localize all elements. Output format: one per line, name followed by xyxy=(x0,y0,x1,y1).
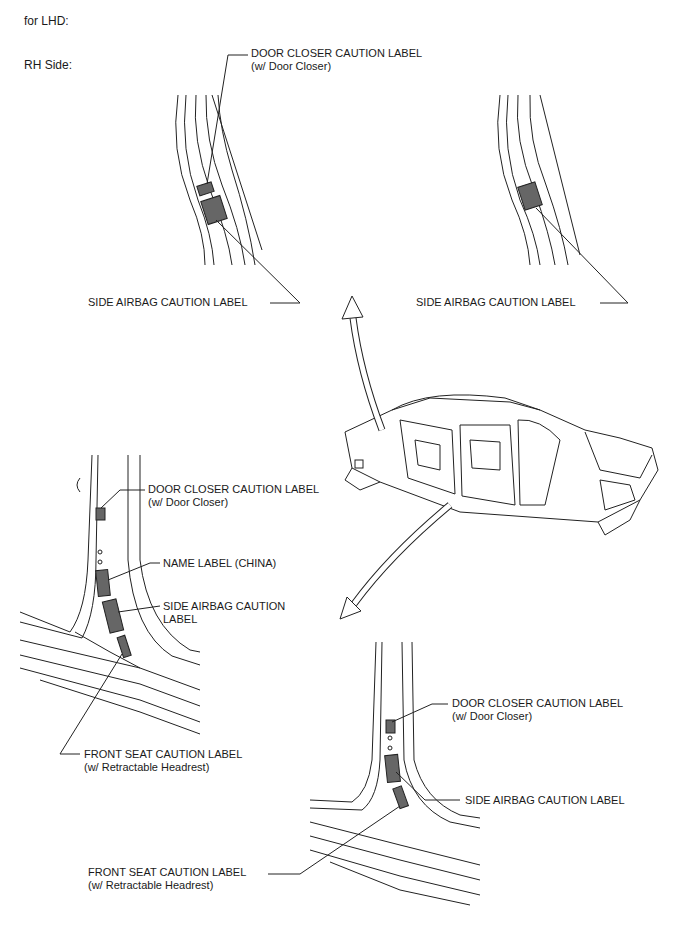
part-label: SIDE AIRBAG CAUTION LABEL xyxy=(416,296,606,309)
pillar-top-right xyxy=(498,95,628,303)
heading-note: for LHD: xyxy=(24,14,144,28)
view-arrows xyxy=(340,296,450,619)
part-label: SIDE AIRBAG CAUTION LABEL xyxy=(163,600,303,626)
part-label: SIDE AIRBAG CAUTION LABEL xyxy=(88,296,278,309)
pillar-top-left xyxy=(176,55,300,303)
part-label: DOOR CLOSER CAUTION LABEL (w/ Door Close… xyxy=(148,483,326,509)
car-body xyxy=(345,395,658,535)
part-label: FRONT SEAT CAUTION LABEL (w/ Retractable… xyxy=(88,866,260,892)
part-label: FRONT SEAT CAUTION LABEL (w/ Retractable… xyxy=(84,748,256,774)
part-label: SIDE AIRBAG CAUTION LABEL xyxy=(465,794,655,807)
part-label: DOOR CLOSER CAUTION LABEL (w/ Door Close… xyxy=(251,47,429,73)
part-label: NAME LABEL (CHINA) xyxy=(163,557,323,570)
part-label: DOOR CLOSER CAUTION LABEL (w/ Door Close… xyxy=(452,697,630,723)
side-heading: RH Side: xyxy=(24,58,144,72)
pillar-bottom-right xyxy=(268,642,480,905)
